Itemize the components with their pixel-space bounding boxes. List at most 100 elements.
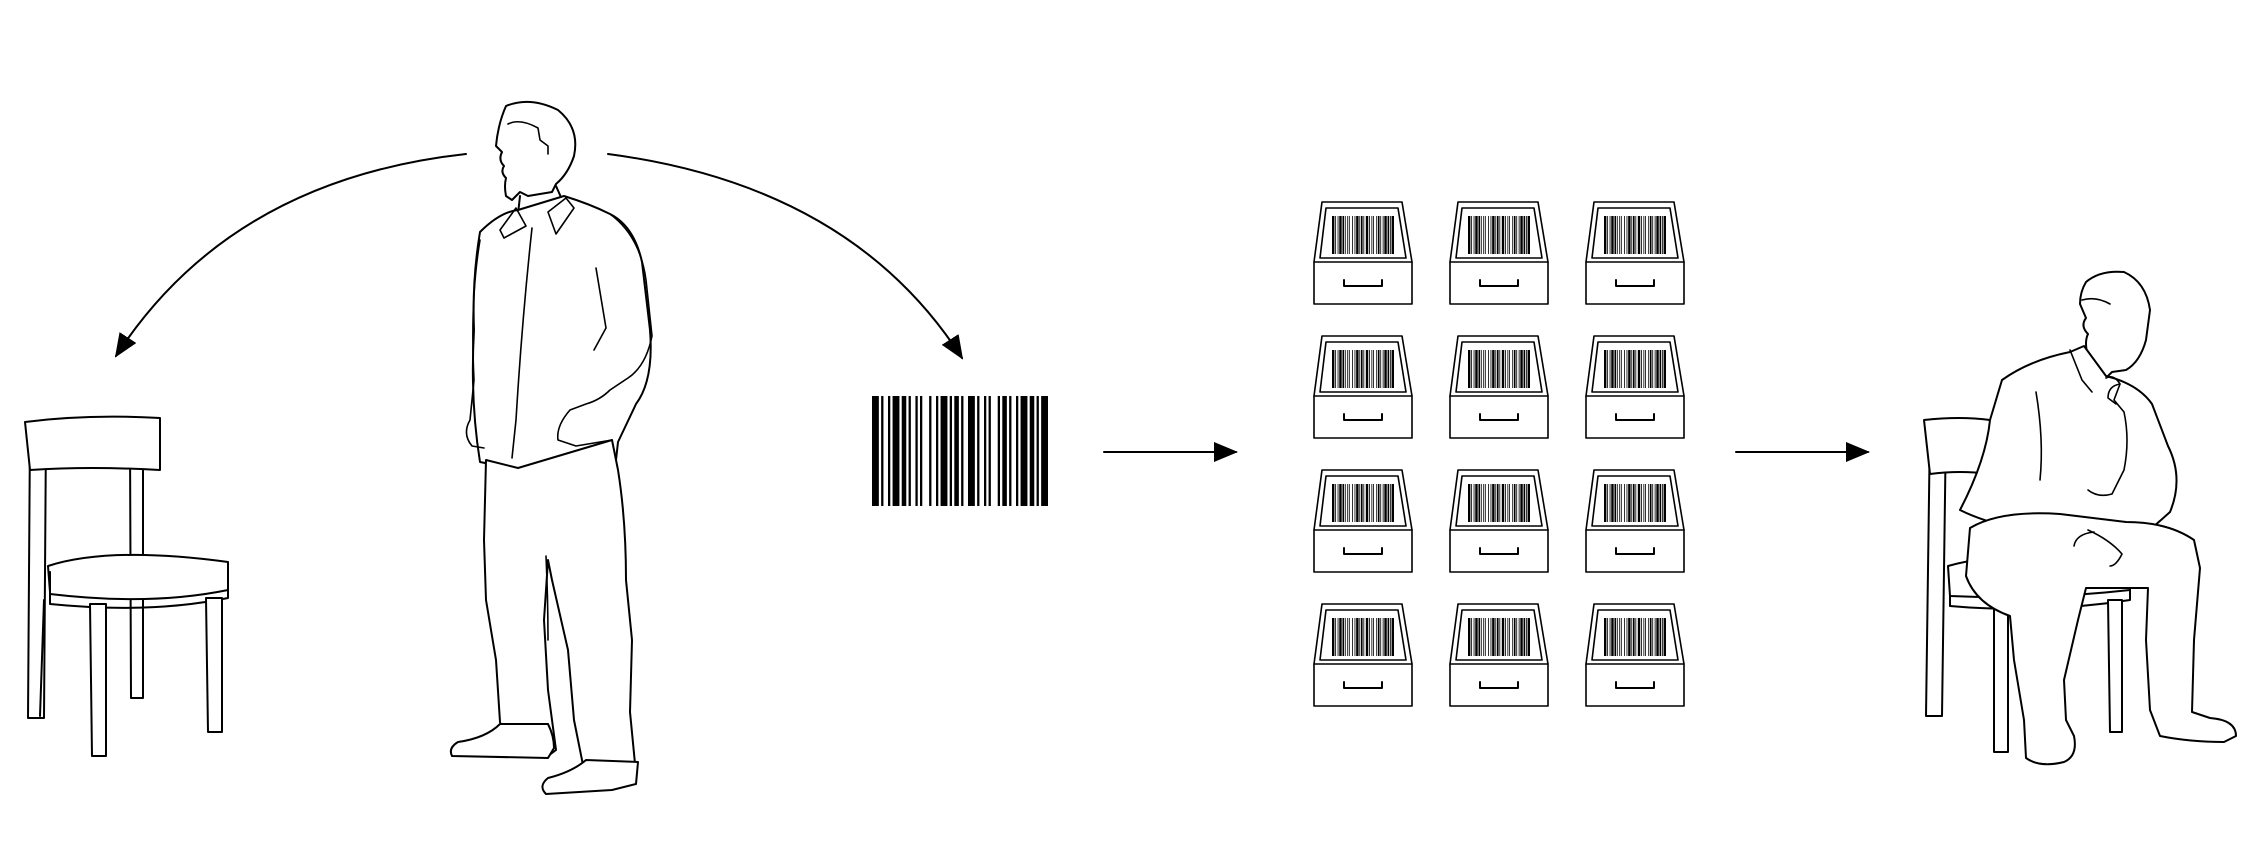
barcode-bar	[1347, 618, 1349, 656]
barcode-bar	[1356, 484, 1359, 522]
barcode-bar	[1382, 618, 1384, 656]
barcode-bar	[1516, 484, 1518, 522]
barcode-bar	[1620, 618, 1622, 656]
barcode-bar	[936, 396, 939, 506]
barcode-bar	[1527, 350, 1530, 388]
barcode-bar	[1509, 618, 1510, 656]
drawer-frame	[1585, 341, 1685, 397]
barcode-bar	[1382, 350, 1384, 388]
barcode-bar	[1516, 350, 1518, 388]
barcode-bar	[1376, 216, 1378, 254]
barcode-bar	[920, 396, 923, 506]
barcode-bar	[1371, 618, 1373, 656]
barcode-bar	[1348, 350, 1350, 388]
barcode-bar	[1365, 618, 1369, 656]
barcode-bar	[1507, 618, 1509, 656]
barcode-bar	[1342, 484, 1345, 522]
barcode-bar	[1518, 618, 1520, 656]
barcode-bar	[1492, 350, 1495, 388]
barcode-bar	[1611, 618, 1614, 656]
barcode-bar	[1475, 618, 1478, 656]
drawer-frame	[1313, 475, 1413, 531]
barcode-bar	[1659, 484, 1662, 522]
barcode-bar	[1335, 484, 1337, 522]
barcode-bar	[1360, 484, 1363, 522]
chair-icon	[24, 415, 229, 757]
barcode-bar	[1029, 396, 1035, 506]
barcode-bar	[1663, 618, 1666, 656]
barcode-bar	[1520, 484, 1523, 522]
barcode-bar	[1525, 216, 1527, 254]
barcode-bar	[1609, 484, 1611, 522]
barcode-bar	[1624, 216, 1625, 254]
barcode-bar	[1659, 216, 1662, 254]
barcode-bar	[1631, 618, 1633, 656]
barcode-bar	[1009, 396, 1012, 506]
barcode-bar	[1483, 216, 1485, 254]
barcode-bar	[1360, 350, 1363, 388]
barcode-bar	[1332, 350, 1335, 388]
barcode-bar	[1509, 216, 1510, 254]
barcode-bar	[1369, 484, 1370, 522]
barcode-drawer-icon	[1449, 469, 1549, 573]
barcode-bar	[1484, 618, 1486, 656]
barcode-bar	[1620, 216, 1622, 254]
barcode-bar	[1488, 350, 1489, 388]
barcode-bar	[1645, 216, 1646, 254]
barcode-bar	[1335, 618, 1337, 656]
barcode-bar	[1637, 618, 1641, 656]
barcode-bar	[1391, 350, 1394, 388]
barcode-bar	[1342, 216, 1345, 254]
barcode-bar	[1339, 350, 1342, 388]
standing-person-icon	[449, 100, 653, 795]
barcode-bar	[1480, 484, 1482, 522]
barcode-bar	[1626, 484, 1628, 522]
barcode-bar	[1507, 350, 1509, 388]
barcode-bar	[1354, 618, 1356, 656]
barcode-bar	[1632, 216, 1635, 254]
barcode-bar	[929, 396, 932, 506]
barcode-bar	[1619, 484, 1621, 522]
drawer-handle	[1343, 279, 1383, 287]
barcode-bar	[1656, 350, 1659, 388]
barcode-bar	[1614, 618, 1617, 656]
barcode-bar	[988, 396, 991, 506]
barcode-bar	[1382, 484, 1384, 522]
drawer-handle	[1343, 413, 1383, 421]
drawer-handle	[1615, 681, 1655, 689]
barcode-bar	[1359, 350, 1361, 388]
barcode-bar	[1609, 618, 1611, 656]
barcode-bar	[1512, 216, 1514, 254]
drawer-handle	[1615, 413, 1655, 421]
barcode-bar	[1339, 484, 1342, 522]
barcode-bar	[1483, 618, 1485, 656]
barcode-bar	[1631, 216, 1633, 254]
barcode-bar	[1365, 350, 1369, 388]
arrow-man-to-barcode	[607, 153, 964, 360]
barcode-bar	[1002, 396, 1007, 506]
barcode-bar	[1380, 350, 1382, 388]
barcode-bar	[1619, 216, 1621, 254]
drawer-box	[1313, 603, 1413, 707]
barcode-bar	[1339, 618, 1342, 656]
barcode-bar	[1641, 484, 1642, 522]
barcode-bar	[1380, 216, 1382, 254]
barcode-bar	[1490, 216, 1492, 254]
drawer-frame	[1313, 609, 1413, 665]
drawer-handle	[1343, 547, 1383, 555]
barcode-bar	[1342, 618, 1345, 656]
barcode-bar	[1637, 216, 1641, 254]
barcode-bar	[1505, 484, 1506, 522]
barcode-bar	[1632, 350, 1635, 388]
barcode-bar	[1371, 216, 1373, 254]
barcode-bar	[1654, 350, 1656, 388]
barcode-bar	[1020, 396, 1028, 506]
barcode-bar	[1659, 350, 1662, 388]
barcode-bar	[1518, 350, 1520, 388]
barcode-drawer-icon	[1585, 603, 1685, 707]
barcode-bar	[1527, 618, 1530, 656]
barcode-bar	[1483, 350, 1485, 388]
barcode-bar	[1635, 216, 1637, 254]
barcode-bar	[1471, 618, 1473, 656]
barcode-bar	[1620, 484, 1622, 522]
